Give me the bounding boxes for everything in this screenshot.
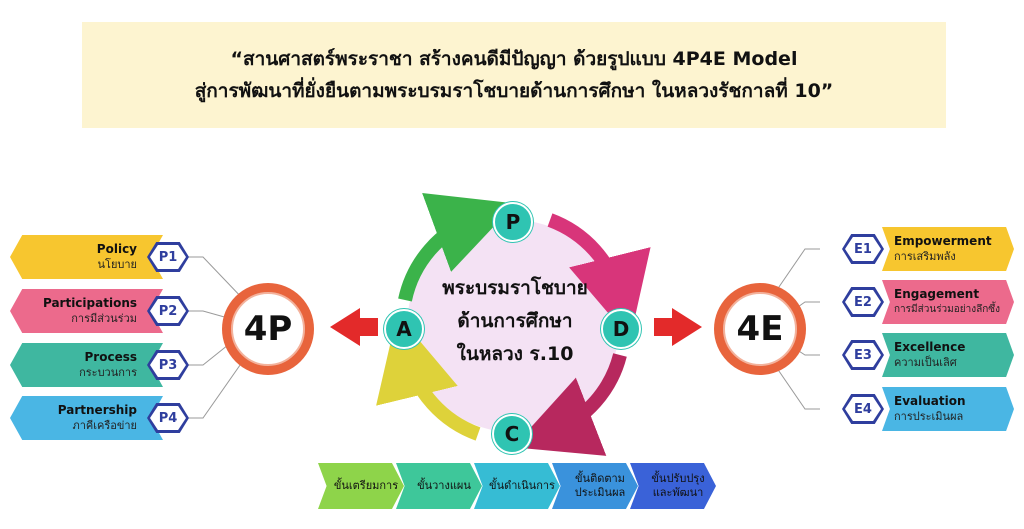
left-item-en: Participations [42,296,137,310]
step-preparation: ขั้นเตรียมการ [318,463,404,509]
right-item-en: Empowerment [894,234,992,248]
step-improvement: ขั้นปรับปรุง และพัฒนา [630,463,716,509]
red-arrow-left [330,308,378,346]
left-item-th: นโยบาย [97,258,137,271]
left-item-policy: Policy นโยบาย [10,235,163,279]
title-line-2: สู่การพัฒนาที่ยั่งยืนตามพระบรมราโชบายด้า… [194,80,834,102]
cycle-node-d: D [601,309,641,349]
badge-p3-label: P3 [150,353,186,377]
red-arrow-right [654,308,702,346]
step-planning: ขั้นวางแผน [396,463,482,509]
badge-p2: P2 [147,296,189,326]
cycle-node-p: P [493,202,533,242]
left-item-th: ภาคีเครือข่าย [72,419,137,432]
badge-e3-label: E3 [845,343,881,367]
badge-p2-label: P2 [150,299,186,323]
left-connectors [188,256,246,419]
badge-e4: E4 [842,394,884,424]
right-item-th: การเสริมพลัง [894,250,956,263]
center-line-2: ด้านการศึกษา [457,310,573,332]
hub-4e-label: 4E [723,292,797,366]
right-item-excellence: Excellence ความเป็นเลิศ [882,333,1014,377]
arrow-a-to-p [398,193,516,302]
arrow-d-to-c [512,353,627,456]
left-item-partnership: Partnership ภาคีเครือข่าย [10,396,163,440]
cycle-node-a: A [384,309,424,349]
badge-p4: P4 [147,403,189,433]
left-item-th: กระบวนการ [79,366,137,379]
right-item-en: Excellence [894,340,966,354]
badge-p4-label: P4 [150,406,186,430]
center-line-1: พระบรมราโชบาย [442,277,588,299]
title-line-1: “สานศาสตร์พระราชา สร้างคนดีมีปัญญา ด้วยร… [230,48,798,70]
left-item-process: Process กระบวนการ [10,343,163,387]
hub-4p-label: 4P [231,292,305,366]
left-item-en: Policy [96,242,137,256]
arrow-p-to-d [547,213,651,339]
right-item-empowerment: Empowerment การเสริมพลัง [882,227,1014,271]
left-item-en: Process [84,350,138,364]
right-item-evaluation: Evaluation การประเมินผล [882,387,1014,431]
right-item-th: การมีส่วนร่วมอย่างลึกซึ้ง [894,304,1000,315]
arrow-c-to-a [376,314,481,441]
badge-e1-label: E1 [845,237,881,261]
badge-e4-label: E4 [845,397,881,421]
right-item-en: Engagement [894,287,980,301]
right-item-th: การประเมินผล [894,410,964,423]
right-item-engagement: Engagement การมีส่วนร่วมอย่างลึกซึ้ง [882,280,1014,324]
title-banner: “สานศาสตร์พระราชา สร้างคนดีมีปัญญา ด้วยร… [82,22,946,128]
badge-p3: P3 [147,350,189,380]
left-item-en: Partnership [57,403,137,417]
badge-e3: E3 [842,340,884,370]
badge-e2-label: E2 [845,290,881,314]
badge-e2: E2 [842,287,884,317]
step-monitoring: ขั้นติดตาม ประเมินผล [552,463,638,509]
right-item-th: ความเป็นเลิศ [894,356,957,369]
center-line-3: ในหลวง ร.10 [456,343,574,365]
hub-4e: 4E [714,283,806,375]
hub-4p: 4P [222,283,314,375]
left-item-th: การมีส่วนร่วม [71,312,137,325]
center-label: พระบรมราโชบาย ด้านการศึกษา ในหลวง ร.10 [420,272,610,371]
cycle-node-c: C [492,414,532,454]
step-implementation: ขั้นดำเนินการ [474,463,560,509]
right-item-en: Evaluation [894,394,966,408]
badge-p1-label: P1 [150,245,186,269]
badge-p1: P1 [147,242,189,272]
left-item-participations: Participations การมีส่วนร่วม [10,289,163,333]
badge-e1: E1 [842,234,884,264]
